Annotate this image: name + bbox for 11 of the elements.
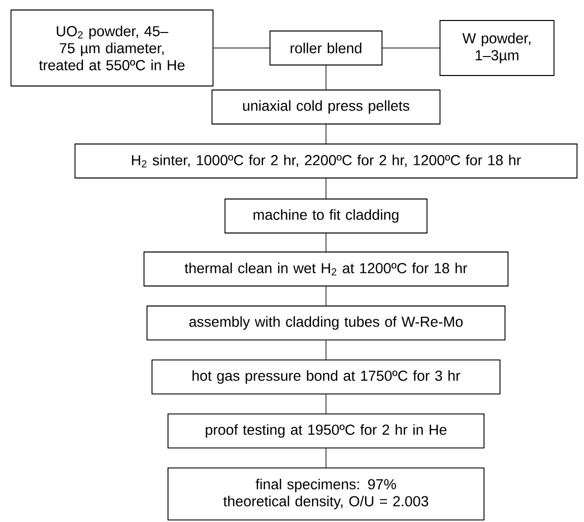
- process-box: W powder, 1–3µm: [440, 20, 554, 76]
- process-box: final specimens: 97% theoretical density, O/U = 2.003: [168, 468, 484, 520]
- process-box: proof testing at 1950ºC for 2 hr in He: [168, 414, 484, 448]
- process-box: thermal clean in wet H$_{2}$ at 1200ºC for 18 hr: [144, 252, 508, 286]
- process-box: hot gas pressure bond at 1750ºC for 3 hr: [152, 360, 500, 394]
- process-box: UO$_{2}$ powder, 45–75 µm diameter, treated at 550ºC in He: [10, 10, 214, 86]
- process-box: uniaxial cold press pellets: [212, 90, 440, 124]
- process-box: assembly with cladding tubes of W-Re-Mo: [146, 306, 506, 340]
- process-box: roller blend: [270, 30, 382, 66]
- process-box: machine to fit cladding: [224, 198, 428, 234]
- process-box: H$_{2}$ sinter, 1000ºC for 2 hr, 2200ºC for 2 hr, 1200ºC for 18 hr: [74, 144, 578, 178]
